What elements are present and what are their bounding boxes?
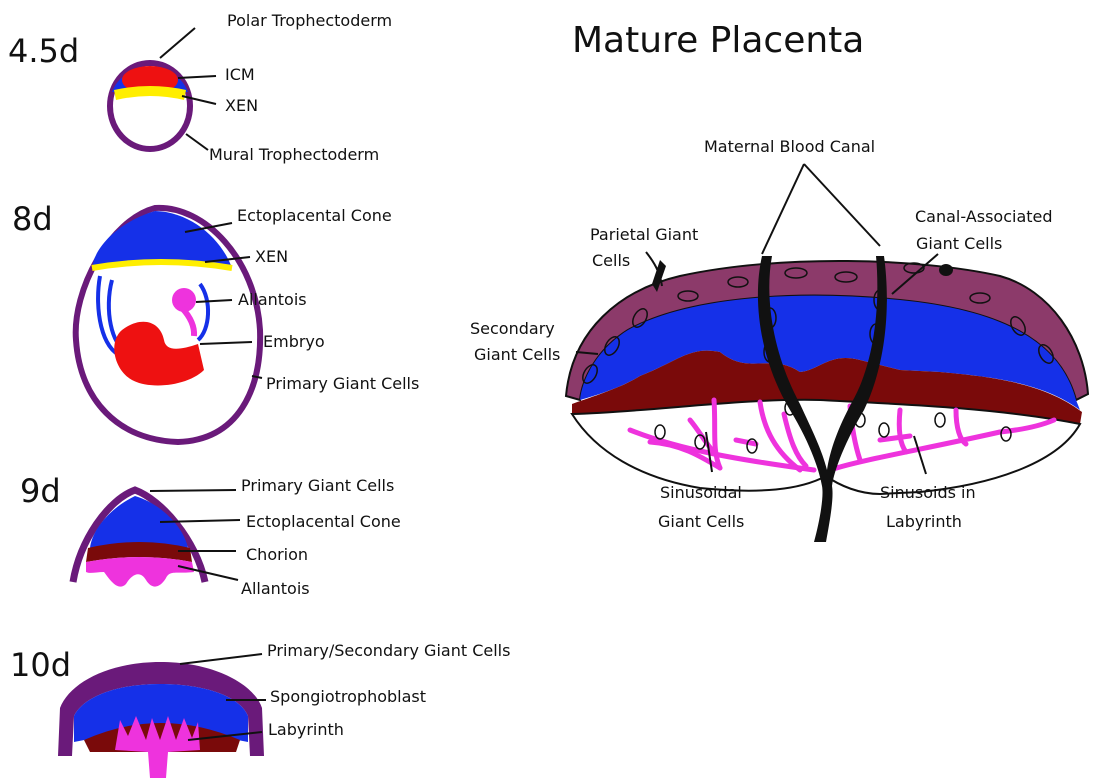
label-sinusoidal-line1: Sinusoidal bbox=[660, 483, 742, 502]
label-parietal-line1: Parietal Giant bbox=[590, 225, 698, 244]
label-secondary-line2: Giant Cells bbox=[474, 345, 560, 364]
leader-line bbox=[178, 566, 238, 580]
leader-line bbox=[180, 654, 262, 664]
label-sinusoids-line1: Sinusoids in bbox=[880, 483, 976, 502]
stage-label-8d: 8d bbox=[12, 200, 53, 238]
label-embryo: Embryo bbox=[263, 332, 325, 351]
stage-label-9d: 9d bbox=[20, 472, 61, 510]
stage-8d: 8d Ectoplacental Cone XEN Allantois Embr… bbox=[12, 200, 419, 442]
label-xen: XEN bbox=[255, 247, 288, 266]
label-ectoplacental-cone: Ectoplacental Cone bbox=[237, 206, 392, 225]
label-sinusoids-line2: Labyrinth bbox=[886, 512, 962, 531]
label-parietal-line2: Cells bbox=[592, 251, 630, 270]
leader-line bbox=[178, 76, 216, 78]
stage-10d: 10d Primary/Secondary Giant Cells Spongi… bbox=[10, 641, 510, 778]
label-ectoplacental-cone: Ectoplacental Cone bbox=[246, 512, 401, 531]
label-allantois: Allantois bbox=[241, 579, 310, 598]
stage-label-4-5d: 4.5d bbox=[8, 32, 79, 70]
label-canal-associated-line1: Canal-Associated bbox=[915, 207, 1053, 226]
label-icm: ICM bbox=[225, 65, 255, 84]
label-spongiotrophoblast: Spongiotrophoblast bbox=[270, 687, 426, 706]
label-xen: XEN bbox=[225, 96, 258, 115]
leader-line bbox=[150, 490, 236, 491]
label-mural-trophectoderm: Mural Trophectoderm bbox=[209, 145, 379, 164]
stage-label-10d: 10d bbox=[10, 646, 71, 684]
allantois-shape bbox=[86, 557, 194, 587]
label-allantois: Allantois bbox=[238, 290, 307, 309]
label-secondary-line1: Secondary bbox=[470, 319, 555, 338]
label-primary-giant-cells: Primary Giant Cells bbox=[266, 374, 419, 393]
label-polar-trophectoderm: Polar Trophectoderm bbox=[227, 11, 392, 30]
mature-placenta: Mature Placenta bbox=[470, 20, 1088, 542]
stage-9d: 9d Primary Giant Cells Ectoplacental Con… bbox=[20, 472, 401, 598]
label-canal-associated-line2: Giant Cells bbox=[916, 234, 1002, 253]
diagram-title: Mature Placenta bbox=[572, 20, 864, 61]
canal-associated-giant-cell bbox=[939, 264, 953, 276]
stage-4-5d: 4.5d Polar Trophectoderm ICM XEN Mural T… bbox=[8, 11, 392, 164]
leader-line bbox=[160, 28, 195, 58]
label-chorion: Chorion bbox=[246, 545, 308, 564]
label-primary-secondary-giant-cells: Primary/Secondary Giant Cells bbox=[267, 641, 510, 660]
label-primary-giant-cells: Primary Giant Cells bbox=[241, 476, 394, 495]
label-labyrinth: Labyrinth bbox=[268, 720, 344, 739]
leader-line bbox=[186, 134, 208, 150]
label-maternal-blood-canal: Maternal Blood Canal bbox=[704, 137, 875, 156]
label-sinusoidal-line2: Giant Cells bbox=[658, 512, 744, 531]
